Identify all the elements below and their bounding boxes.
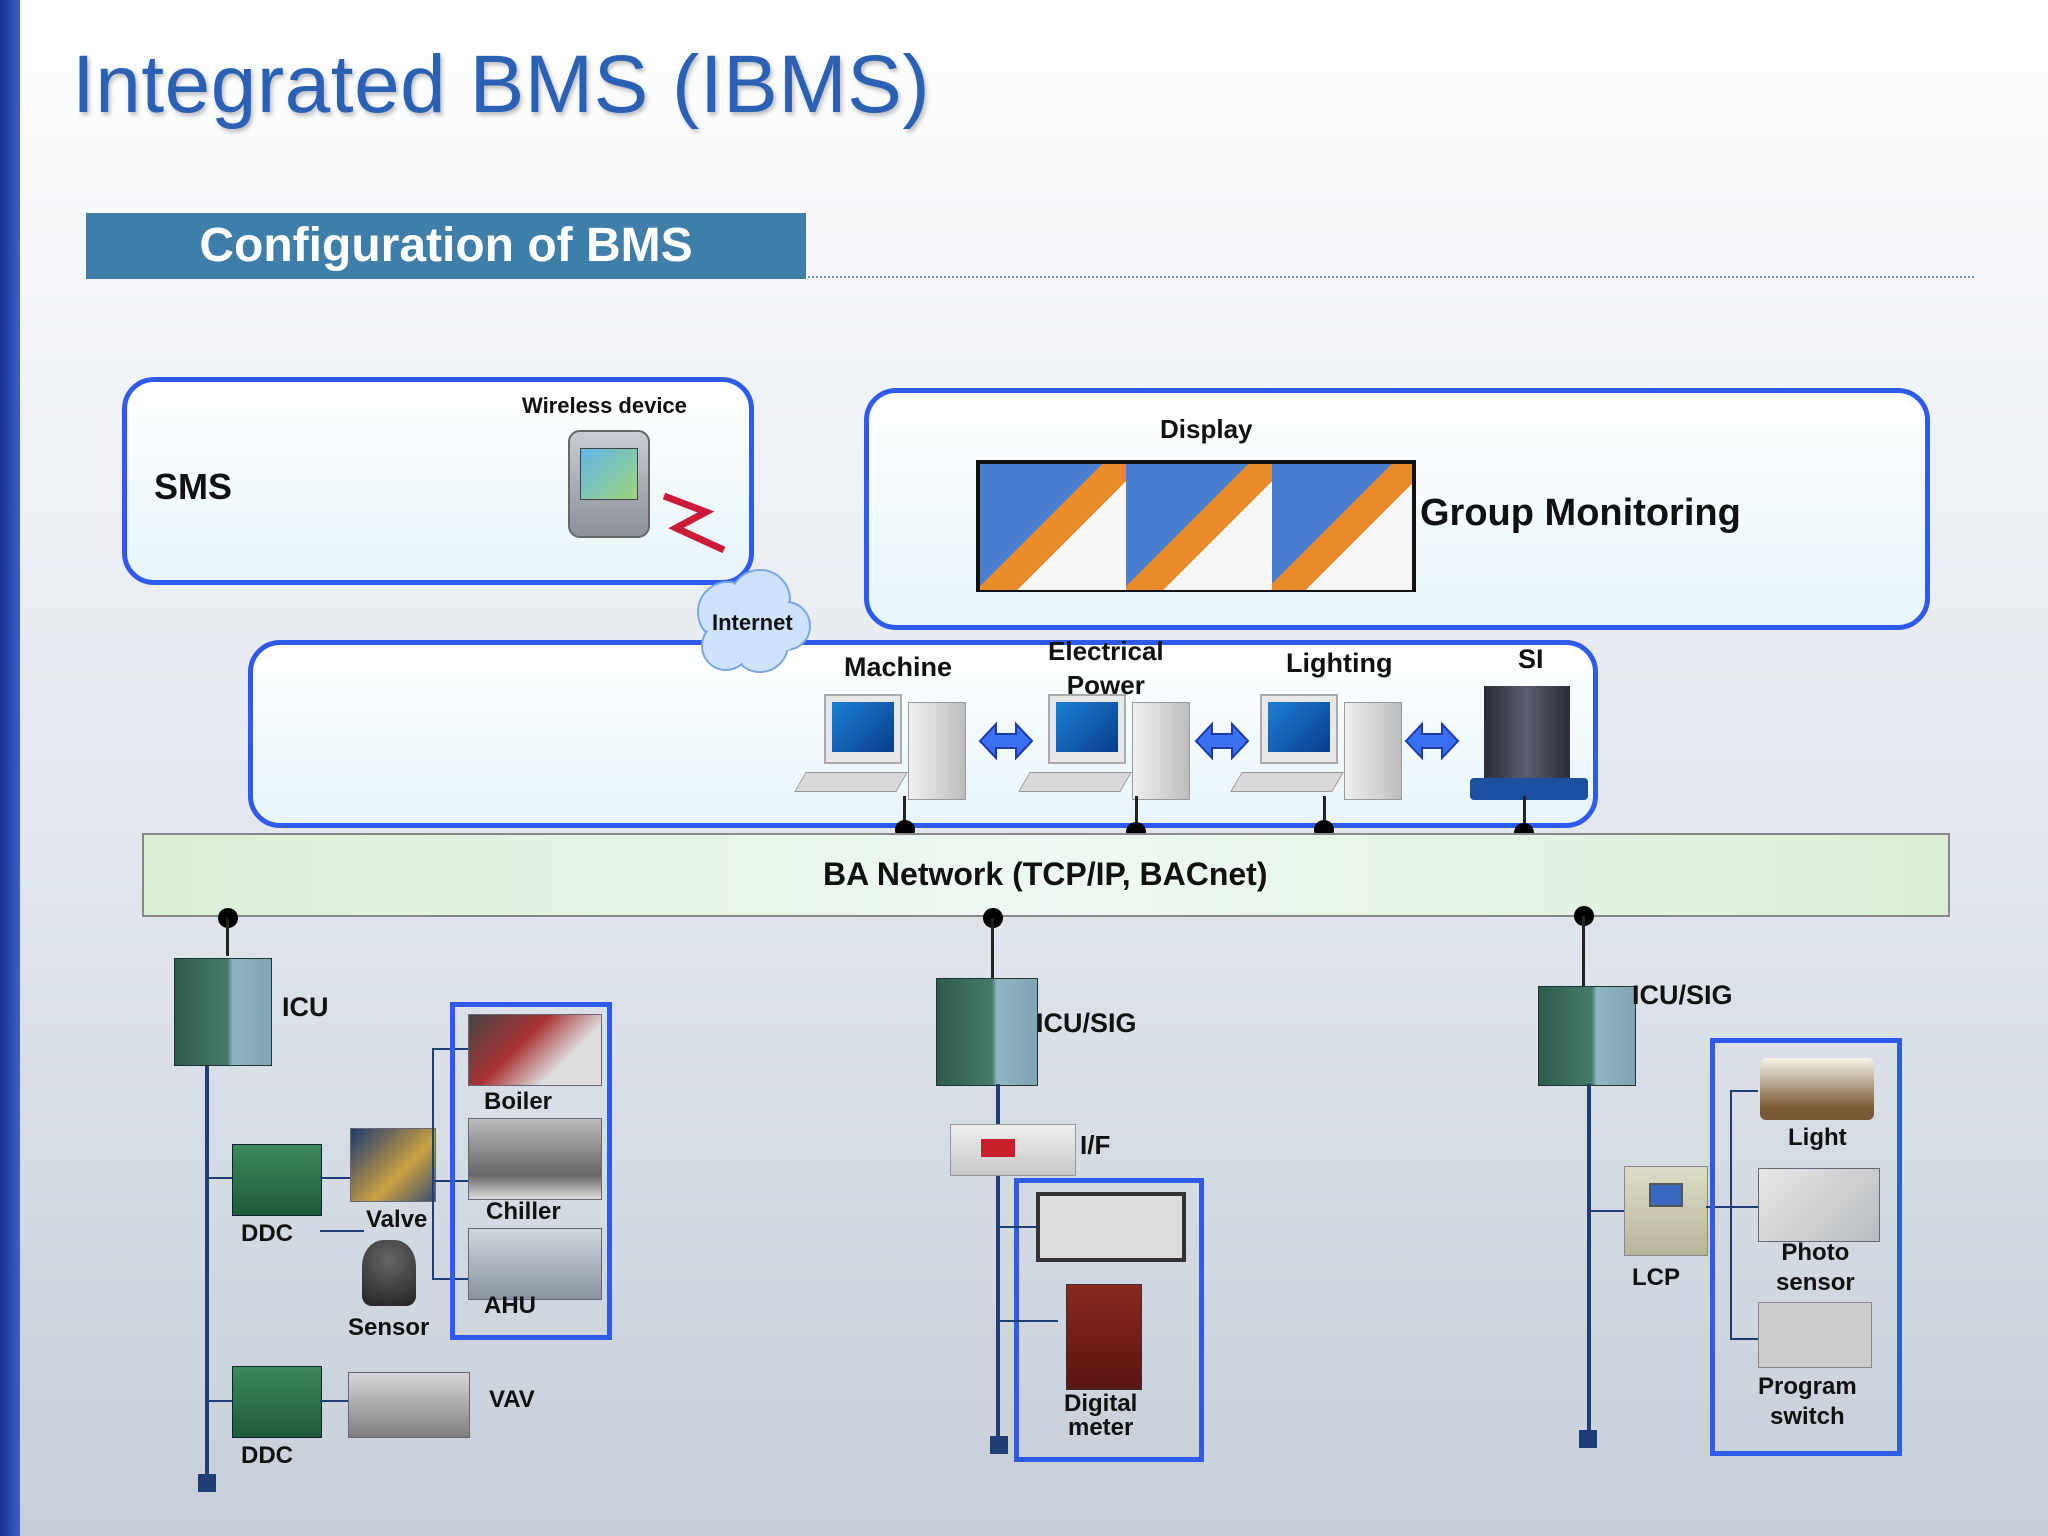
ddc-label-2: DDC [241,1442,293,1469]
lcp-label: LCP [1632,1264,1680,1291]
connector-line [1582,916,1585,986]
double-arrow-icon [1194,721,1250,761]
bus-terminator [1579,1430,1597,1448]
bus-terminator [198,1474,216,1492]
program-switch-label: Program switch [1758,1372,1857,1432]
chiller-image [468,1118,602,1200]
bus-line-right [1587,1084,1591,1436]
section-divider [808,276,1974,278]
connector-line [996,1320,1058,1322]
connector-line [1730,1090,1758,1092]
photo-sensor-line1: Photo [1781,1239,1850,1266]
interface-device-icon [950,1124,1076,1176]
program-switch-line1: Program [1758,1373,1857,1400]
lighting-pc-icon [1230,694,1404,802]
lighting-device-group [1710,1038,1902,1456]
if-label: I/F [1080,1130,1111,1160]
connector-line [320,1177,350,1179]
connector-line [991,918,994,978]
connector-line [1323,796,1326,832]
si-server-icon [1470,686,1588,802]
internet-label: Internet [712,610,793,635]
digital-meter-label: Digital meter [1064,1392,1137,1440]
connector-line [1730,1206,1758,1208]
icu-sig-controller-icon [1538,986,1636,1086]
machine-label: Machine [844,652,953,682]
connector-line [226,918,229,956]
wireless-signal-icon [662,492,726,554]
valve-label: Valve [366,1206,428,1233]
equipment-bus [432,1048,434,1280]
pda-icon [568,430,650,538]
connector-line [320,1400,348,1402]
bus-line-left [205,1062,209,1482]
icu-sig-label-middle: ICU/SIG [1036,1008,1137,1038]
connector-line [1587,1210,1625,1212]
connector-line [1135,796,1138,832]
section-header: Configuration of BMS [86,213,806,279]
chiller-label: Chiller [486,1198,561,1225]
sidebar-bar [0,0,20,1536]
light-label: Light [1788,1124,1847,1151]
machine-pc-icon [794,694,968,802]
double-arrow-icon [1404,721,1460,761]
connector-line [903,796,906,832]
program-switch-image [1758,1302,1872,1368]
digital-meter-image [1066,1284,1142,1390]
page-title: Integrated BMS (IBMS) [72,39,931,130]
connector-line [205,1177,235,1179]
digital-meter-line2: meter [1067,1414,1134,1441]
boiler-image [468,1014,602,1086]
ahu-image [468,1228,602,1300]
double-arrow-icon [978,721,1034,761]
si-label: SI [1518,644,1544,674]
connector-line [996,1226,1036,1228]
display-wall [976,460,1416,592]
vav-label: VAV [489,1386,535,1413]
wireless-device-label: Wireless device [522,393,687,418]
ddc-controller-icon [232,1144,322,1216]
ba-network-label: BA Network (TCP/IP, BACnet) [823,856,1268,892]
sensor-label: Sensor [348,1314,430,1341]
internet-cloud-icon [697,569,811,673]
ahu-label: AHU [484,1292,536,1319]
ddc-label-1: DDC [241,1220,293,1247]
boiler-label: Boiler [484,1088,553,1115]
icu-sig-label-right: ICU/SIG [1632,980,1733,1010]
photo-sensor-line2: sensor [1776,1269,1855,1296]
connector-line [320,1230,364,1232]
photo-sensor-label: Photo sensor [1776,1238,1855,1298]
light-fixture-image [1760,1058,1874,1120]
connector-line [205,1400,235,1402]
valve-image [350,1128,436,1202]
electrical-power-label: Electrical Power [1048,634,1164,702]
electrical-label-line1: Electrical [1048,636,1164,666]
hvac-equipment-group [450,1002,612,1340]
icu-label: ICU [282,992,329,1022]
group-monitoring-label: Group Monitoring [1420,492,1741,534]
lighting-label: Lighting [1286,648,1393,678]
power-panel-image [1036,1192,1186,1262]
connector-line [1523,796,1526,832]
bus-terminator [990,1436,1008,1454]
photo-sensor-image [1758,1168,1880,1242]
device-bus [1730,1090,1732,1340]
connector-line [1706,1206,1732,1208]
display-label: Display [1160,414,1253,444]
sms-label: SMS [154,466,233,507]
electrical-pc-icon [1018,694,1192,802]
lcp-panel-icon [1624,1166,1708,1256]
digital-meter-line1: Digital [1064,1390,1138,1417]
program-switch-line2: switch [1770,1403,1845,1430]
connector-line [1730,1338,1758,1340]
ba-network-bar [142,833,1950,917]
bus-line-middle [996,1084,1000,1444]
icu-controller-icon [174,958,272,1066]
sensor-image [362,1240,416,1306]
ddc-controller-icon [232,1366,322,1438]
vav-image [348,1372,470,1438]
icu-sig-controller-icon [936,978,1038,1086]
